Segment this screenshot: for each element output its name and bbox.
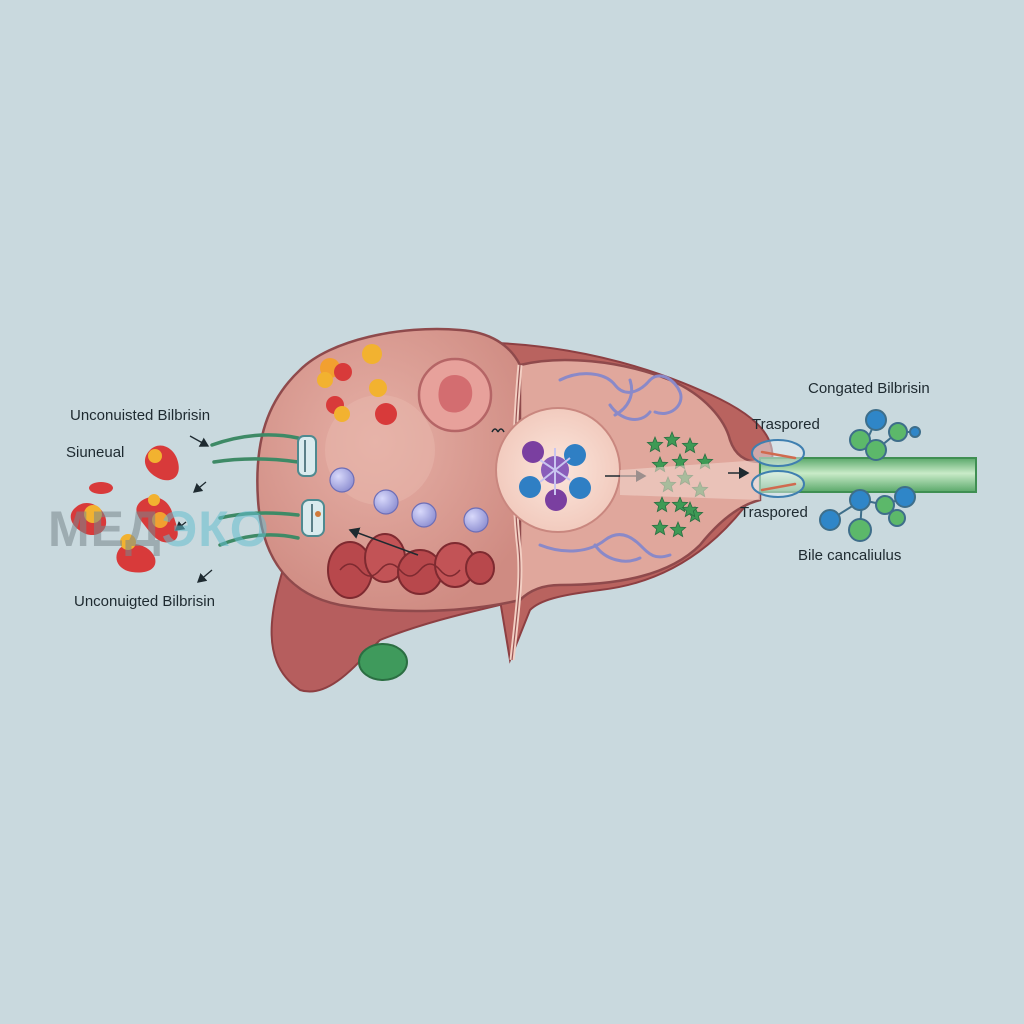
transporter-top: [751, 439, 805, 467]
vacuole-inner: [438, 374, 473, 413]
pointer-unconjugated-top: [189, 435, 210, 447]
unconjugated-bilirubin-blobs: [70, 445, 179, 573]
watermark-logo: МЕДЭКО: [48, 500, 270, 558]
pore-mark: [491, 428, 505, 433]
transporter-bottom: [751, 470, 805, 498]
uptake-transporter-bottom: [301, 499, 325, 537]
intracellular-bilirubin: [317, 344, 397, 425]
internal-arrow: [348, 527, 419, 556]
conjugated-star: [669, 520, 687, 538]
golgi-apparatus: [538, 372, 683, 563]
uptake-transporter-top: [297, 435, 317, 477]
mitochondria: [327, 533, 495, 599]
glucuronosyltransferase: [519, 441, 591, 511]
conjugated-star: [653, 495, 671, 513]
conjugated-star: [671, 452, 689, 470]
label-bile-canaliculus: Bile cancaliulus: [798, 547, 902, 564]
cell-junction-outline: [511, 364, 521, 661]
conjugated-star: [681, 500, 699, 518]
watermark-part1: МЕД: [48, 501, 162, 557]
label-conjugated: Congated Bilbrisin: [808, 380, 930, 397]
conjugated-star: [663, 430, 681, 448]
pointer-unconjugated-bottom: [197, 569, 213, 583]
conjugated-star: [681, 436, 699, 454]
excretion-path: [620, 460, 760, 500]
conjugated-molecule-bottom: [819, 486, 916, 542]
label-unconjugated-top: Unconuisted Bilbrisin: [70, 407, 211, 424]
sinusoidal-membrane: [210, 433, 300, 547]
conjugated-star: [646, 435, 664, 453]
label-transported-bottom: Traspored: [740, 504, 808, 521]
label-unconjugated-bottom: Unconuigted Bilbrisin: [74, 593, 215, 610]
vesicles: [329, 467, 489, 533]
label-sinusoid: Siuneual: [66, 444, 125, 461]
conjugated-star: [651, 518, 669, 536]
pointer-middle: [174, 521, 187, 531]
gallbladder: [358, 643, 408, 681]
watermark-part2: ЭКО: [161, 501, 270, 557]
conjugated-molecule-top: [849, 409, 921, 461]
label-transported-top: Traspored: [752, 416, 820, 433]
pointer-sinusoid: [193, 481, 207, 493]
